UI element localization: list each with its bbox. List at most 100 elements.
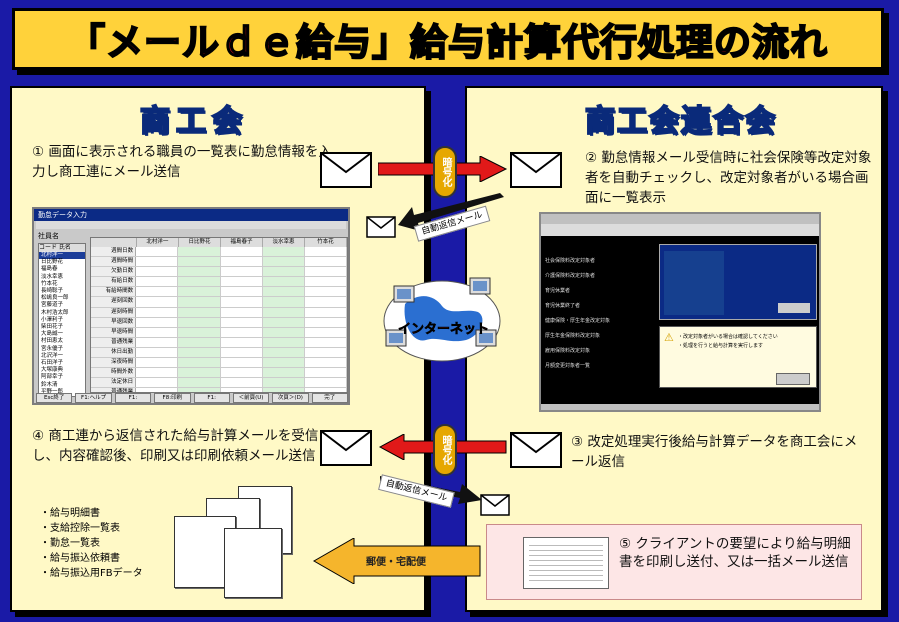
grid-cell[interactable] — [221, 337, 263, 347]
grid-cell[interactable] — [262, 247, 305, 257]
grid-cell[interactable] — [178, 378, 221, 388]
grid-cell[interactable] — [262, 327, 305, 337]
employee-list-item[interactable]: 柴田花子 — [41, 324, 64, 331]
grid-cell[interactable] — [136, 287, 179, 297]
grid-cell[interactable] — [178, 297, 221, 307]
grid-cell[interactable] — [178, 317, 221, 327]
grid-cell[interactable] — [305, 358, 347, 368]
note-close-button[interactable] — [776, 373, 810, 385]
grid-cell[interactable] — [262, 267, 305, 277]
grid-cell[interactable] — [305, 287, 347, 297]
grid-cell[interactable] — [305, 277, 347, 287]
grid-cell[interactable] — [305, 327, 347, 337]
revision-category-item[interactable]: 雇用保険料改定対象 — [545, 348, 591, 354]
grid-cell[interactable] — [178, 307, 221, 317]
grid-cell[interactable] — [136, 297, 179, 307]
grid-cell[interactable] — [262, 257, 305, 267]
grid-cell[interactable] — [221, 378, 263, 388]
grid-cell[interactable] — [136, 247, 179, 257]
grid-cell[interactable] — [136, 388, 179, 392]
employee-list-item[interactable]: 平野一郎 — [41, 388, 64, 395]
grid-cell[interactable] — [136, 378, 179, 388]
employee-list-item[interactable]: 木村浩太郎 — [41, 309, 69, 316]
revision-category-item[interactable]: 月額変更対象者一覧 — [545, 363, 591, 369]
function-key-button[interactable]: F1: — [193, 393, 230, 403]
employee-list-item[interactable]: 松嶋良一郎 — [41, 295, 69, 302]
employee-list-item[interactable]: 竹本花 — [41, 280, 58, 287]
employee-list-item[interactable]: 宮永優子 — [41, 345, 64, 352]
grid-cell[interactable] — [262, 337, 305, 347]
revision-category-item[interactable]: 育児休業終了者 — [545, 303, 581, 309]
grid-cell[interactable] — [305, 337, 347, 347]
grid-cell[interactable] — [136, 277, 179, 287]
revision-category-item[interactable]: 厚生年金保険料改定対象 — [545, 333, 601, 339]
grid-cell[interactable] — [262, 287, 305, 297]
grid-cell[interactable] — [136, 337, 179, 347]
grid-cell[interactable] — [262, 358, 305, 368]
grid-cell[interactable] — [305, 307, 347, 317]
grid-cell[interactable] — [136, 358, 179, 368]
grid-cell[interactable] — [136, 317, 179, 327]
grid-cell[interactable] — [262, 297, 305, 307]
grid-cell[interactable] — [221, 347, 263, 358]
employee-list-item[interactable]: 北沢洋一 — [41, 352, 64, 359]
grid-cell[interactable] — [136, 267, 179, 277]
grid-cell[interactable] — [178, 327, 221, 337]
revision-category-item[interactable]: 育児休業者 — [545, 288, 571, 294]
grid-cell[interactable] — [178, 388, 221, 392]
grid-cell[interactable] — [136, 327, 179, 337]
function-key-button[interactable]: 完了 — [311, 393, 348, 403]
grid-cell[interactable] — [305, 347, 347, 358]
grid-cell[interactable] — [221, 317, 263, 327]
attendance-grid[interactable]: 北村洋一日比野花福島春子淡水幸恵竹本花 週間日数週間時間欠勤日数有給日数有給時間… — [90, 237, 348, 393]
grid-cell[interactable] — [262, 368, 305, 378]
employee-list-item[interactable]: 鈴木清 — [41, 381, 58, 388]
function-key-button[interactable]: F8:印刷 — [154, 393, 191, 403]
function-key-button[interactable]: ＜前頁(U) — [232, 393, 270, 403]
grid-cell[interactable] — [262, 347, 305, 358]
employee-list-item[interactable]: 大島誠一 — [41, 331, 64, 338]
employee-list-item[interactable]: 大塚康典 — [41, 367, 64, 374]
grid-cell[interactable] — [262, 378, 305, 388]
grid-cell[interactable] — [178, 337, 221, 347]
employee-list-item[interactable]: 北村洋一 — [39, 252, 85, 260]
grid-cell[interactable] — [262, 277, 305, 287]
grid-cell[interactable] — [221, 267, 263, 277]
function-key-button[interactable]: Esc終了 — [36, 393, 73, 403]
employee-list-item[interactable]: 淡水幸恵 — [41, 273, 64, 280]
employee-list-item[interactable]: 石田洋子 — [41, 360, 64, 367]
grid-cell[interactable] — [305, 267, 347, 277]
function-key-button[interactable]: 次頁＞(D) — [272, 393, 309, 403]
revision-category-item[interactable]: 社会保険料改定対象者 — [545, 258, 596, 264]
dialog-ok-button[interactable] — [778, 303, 810, 313]
grid-cell[interactable] — [178, 277, 221, 287]
grid-cell[interactable] — [221, 287, 263, 297]
grid-cell[interactable] — [136, 257, 179, 267]
employee-list-item[interactable]: 長崎聡子 — [41, 288, 64, 295]
grid-cell[interactable] — [305, 368, 347, 378]
revision-category-item[interactable]: 介護保険料改定対象者 — [545, 273, 596, 279]
grid-cell[interactable] — [221, 297, 263, 307]
grid-cell[interactable] — [305, 247, 347, 257]
grid-cell[interactable] — [178, 267, 221, 277]
employee-list-item[interactable]: 福島春 — [41, 266, 58, 273]
grid-cell[interactable] — [221, 257, 263, 267]
grid-cell[interactable] — [221, 277, 263, 287]
grid-cell[interactable] — [221, 247, 263, 257]
employee-list-item[interactable]: 小澤利子 — [41, 316, 64, 323]
grid-cell[interactable] — [221, 327, 263, 337]
grid-cell[interactable] — [221, 388, 263, 392]
grid-cell[interactable] — [262, 388, 305, 392]
grid-cell[interactable] — [178, 287, 221, 297]
employee-list-item[interactable]: 阿部幸子 — [41, 374, 64, 381]
grid-cell[interactable] — [305, 297, 347, 307]
grid-cell[interactable] — [221, 307, 263, 317]
grid-cell[interactable] — [178, 358, 221, 368]
grid-cell[interactable] — [305, 317, 347, 327]
employee-list-item[interactable]: 日比野花 — [41, 259, 64, 266]
grid-cell[interactable] — [178, 247, 221, 257]
grid-cell[interactable] — [305, 388, 347, 392]
grid-cell[interactable] — [178, 347, 221, 358]
grid-cell[interactable] — [262, 317, 305, 327]
grid-cell[interactable] — [136, 347, 179, 358]
